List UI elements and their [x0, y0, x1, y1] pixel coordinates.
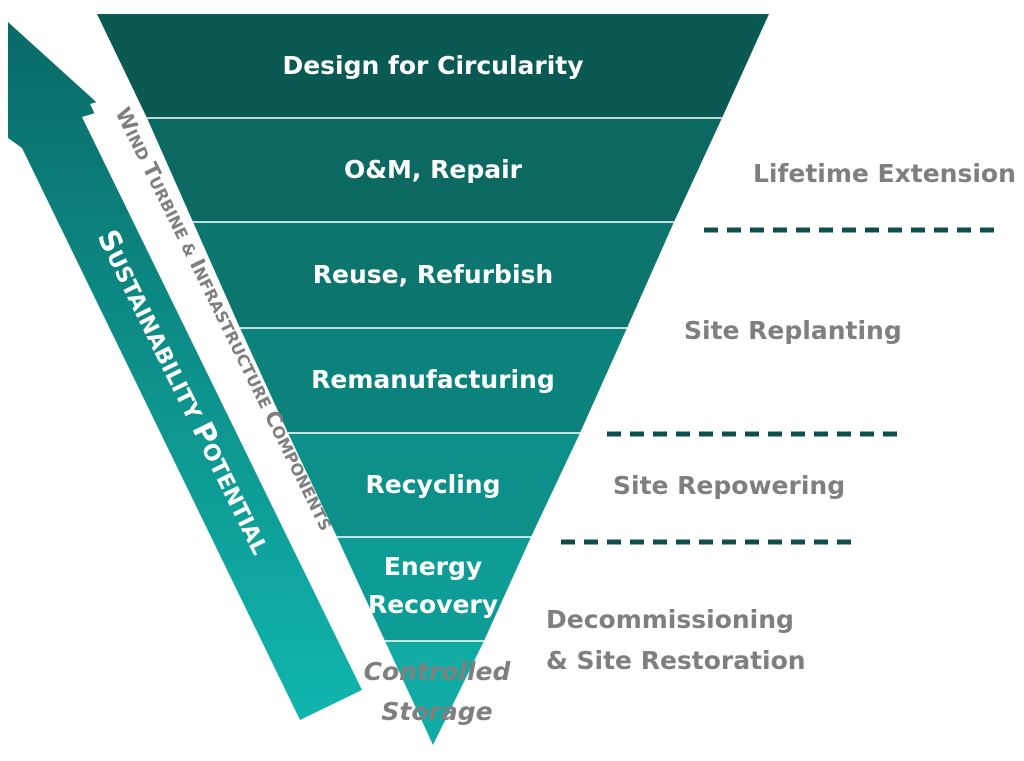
- site-replanting-label: Site Replanting: [684, 316, 902, 345]
- tier-band-recycling: [288, 433, 580, 537]
- tier-label-reman: Remanufacturing: [311, 365, 555, 394]
- tier-label-design: Design for Circularity: [282, 51, 583, 80]
- sustainability-arrow: [8, 22, 380, 720]
- tier-band-om: [147, 118, 722, 222]
- tier-label-om: O&M, Repair: [344, 155, 523, 184]
- tier-band-storage: [385, 641, 484, 745]
- tier-label-storage: Storage: [381, 697, 492, 726]
- site-restoration-label: & Site Restoration: [546, 646, 806, 675]
- tier-band-energy: [337, 537, 531, 641]
- pyramid: [97, 14, 769, 745]
- site-repowering-label: Site Repowering: [613, 471, 845, 500]
- arrow-label-strip: [90, 96, 380, 648]
- tier-band-reuse: [193, 222, 674, 328]
- tier-band-reman: [240, 328, 627, 433]
- arrow-shape: [8, 22, 362, 720]
- tier-label-energy: Energy: [384, 552, 482, 581]
- decommissioning-label: Decommissioning: [546, 605, 794, 634]
- tier-label-controlled: Controlled: [364, 657, 512, 686]
- tier-band-design: [97, 14, 769, 118]
- tier-label-recovery: Recovery: [368, 590, 498, 619]
- lifetime-extension-label: Lifetime Extension: [753, 159, 1016, 188]
- tier-label-recycling: Recycling: [366, 470, 501, 499]
- tier-label-reuse: Reuse, Refurbish: [313, 260, 553, 289]
